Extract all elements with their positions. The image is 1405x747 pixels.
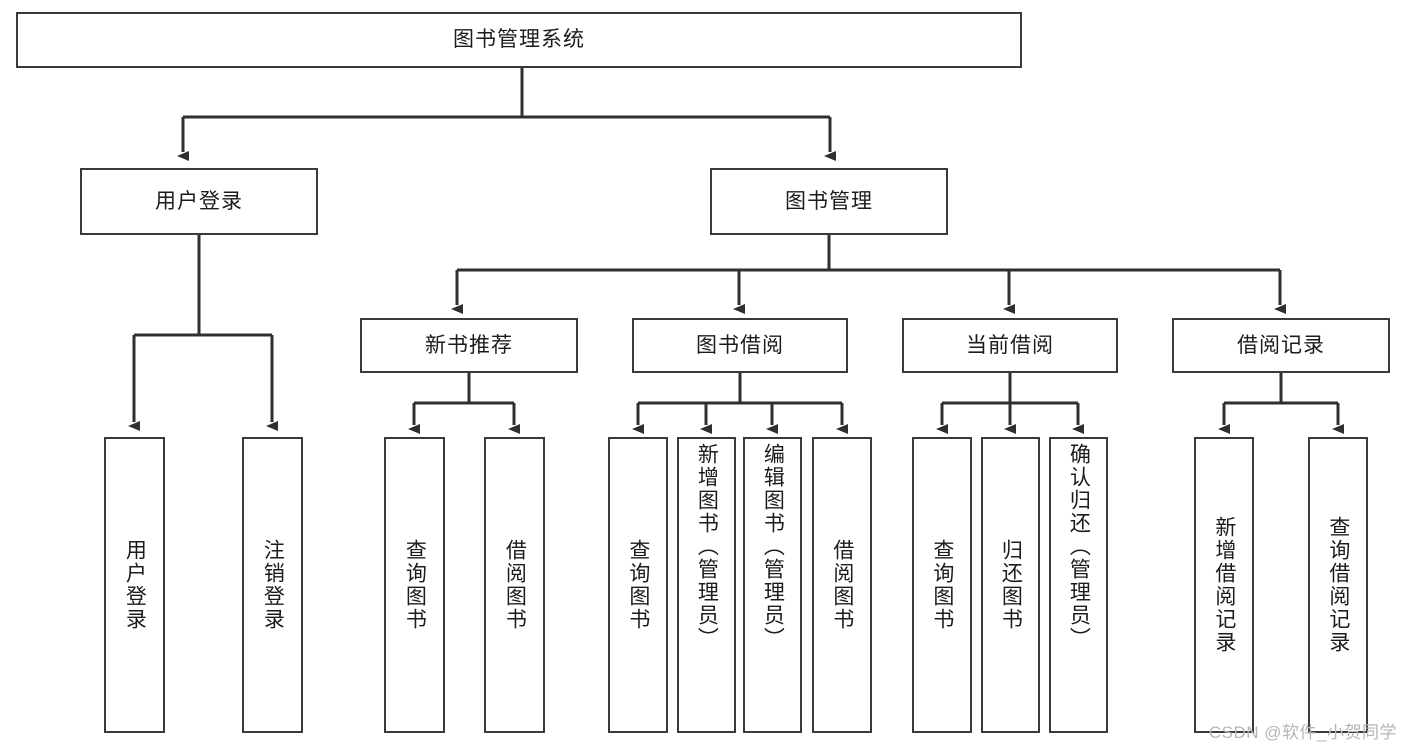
node-label: 编辑图书（管理员） [761, 443, 785, 650]
node-root-book-management-system[interactable]: 图书管理系统 [16, 12, 1022, 68]
leaf-borrow-record-add[interactable]: 新增借阅记录 [1194, 437, 1254, 733]
node-label: 借阅图书 [503, 539, 527, 631]
leaf-new-book-query[interactable]: 查询图书 [384, 437, 445, 733]
leaf-book-borrow-borrow[interactable]: 借阅图书 [812, 437, 872, 733]
node-label: 确认归还（管理员） [1067, 443, 1091, 650]
leaf-current-borrow-return[interactable]: 归还图书 [981, 437, 1040, 733]
leaf-new-book-borrow[interactable]: 借阅图书 [484, 437, 545, 733]
node-label: 新书推荐 [425, 333, 513, 357]
node-user-login[interactable]: 用户登录 [80, 168, 318, 235]
node-label: 新增图书（管理员） [695, 443, 719, 650]
node-label: 查询图书 [403, 539, 427, 631]
node-label: 借阅记录 [1237, 333, 1325, 357]
watermark-text: CSDN @软件_小贺同学 [1208, 723, 1397, 742]
leaf-current-borrow-query[interactable]: 查询图书 [912, 437, 972, 733]
node-new-book-recommend[interactable]: 新书推荐 [360, 318, 578, 373]
leaf-user-login-logout[interactable]: 注销登录 [242, 437, 303, 733]
node-label: 用户登录 [123, 539, 147, 631]
node-label: 用户登录 [155, 189, 243, 213]
node-label: 图书管理系统 [453, 28, 585, 52]
node-label: 图书借阅 [696, 333, 784, 357]
leaf-book-borrow-add[interactable]: 新增图书（管理员） [677, 437, 736, 733]
leaf-book-borrow-query[interactable]: 查询图书 [608, 437, 668, 733]
node-label: 借阅图书 [830, 539, 854, 631]
node-label: 查询借阅记录 [1326, 516, 1350, 654]
node-current-borrow[interactable]: 当前借阅 [902, 318, 1118, 373]
leaf-user-login-login[interactable]: 用户登录 [104, 437, 165, 733]
node-book-management[interactable]: 图书管理 [710, 168, 948, 235]
leaf-book-borrow-edit[interactable]: 编辑图书（管理员） [743, 437, 802, 733]
node-label: 归还图书 [999, 539, 1023, 631]
leaf-current-borrow-confirm-return[interactable]: 确认归还（管理员） [1049, 437, 1108, 733]
node-book-borrow[interactable]: 图书借阅 [632, 318, 848, 373]
node-label: 注销登录 [261, 539, 285, 631]
node-borrow-record[interactable]: 借阅记录 [1172, 318, 1390, 373]
node-label: 查询图书 [930, 539, 954, 631]
node-label: 新增借阅记录 [1212, 516, 1236, 654]
node-label: 图书管理 [785, 189, 873, 213]
leaf-borrow-record-query[interactable]: 查询借阅记录 [1308, 437, 1368, 733]
node-label: 查询图书 [626, 539, 650, 631]
node-label: 当前借阅 [966, 333, 1054, 357]
